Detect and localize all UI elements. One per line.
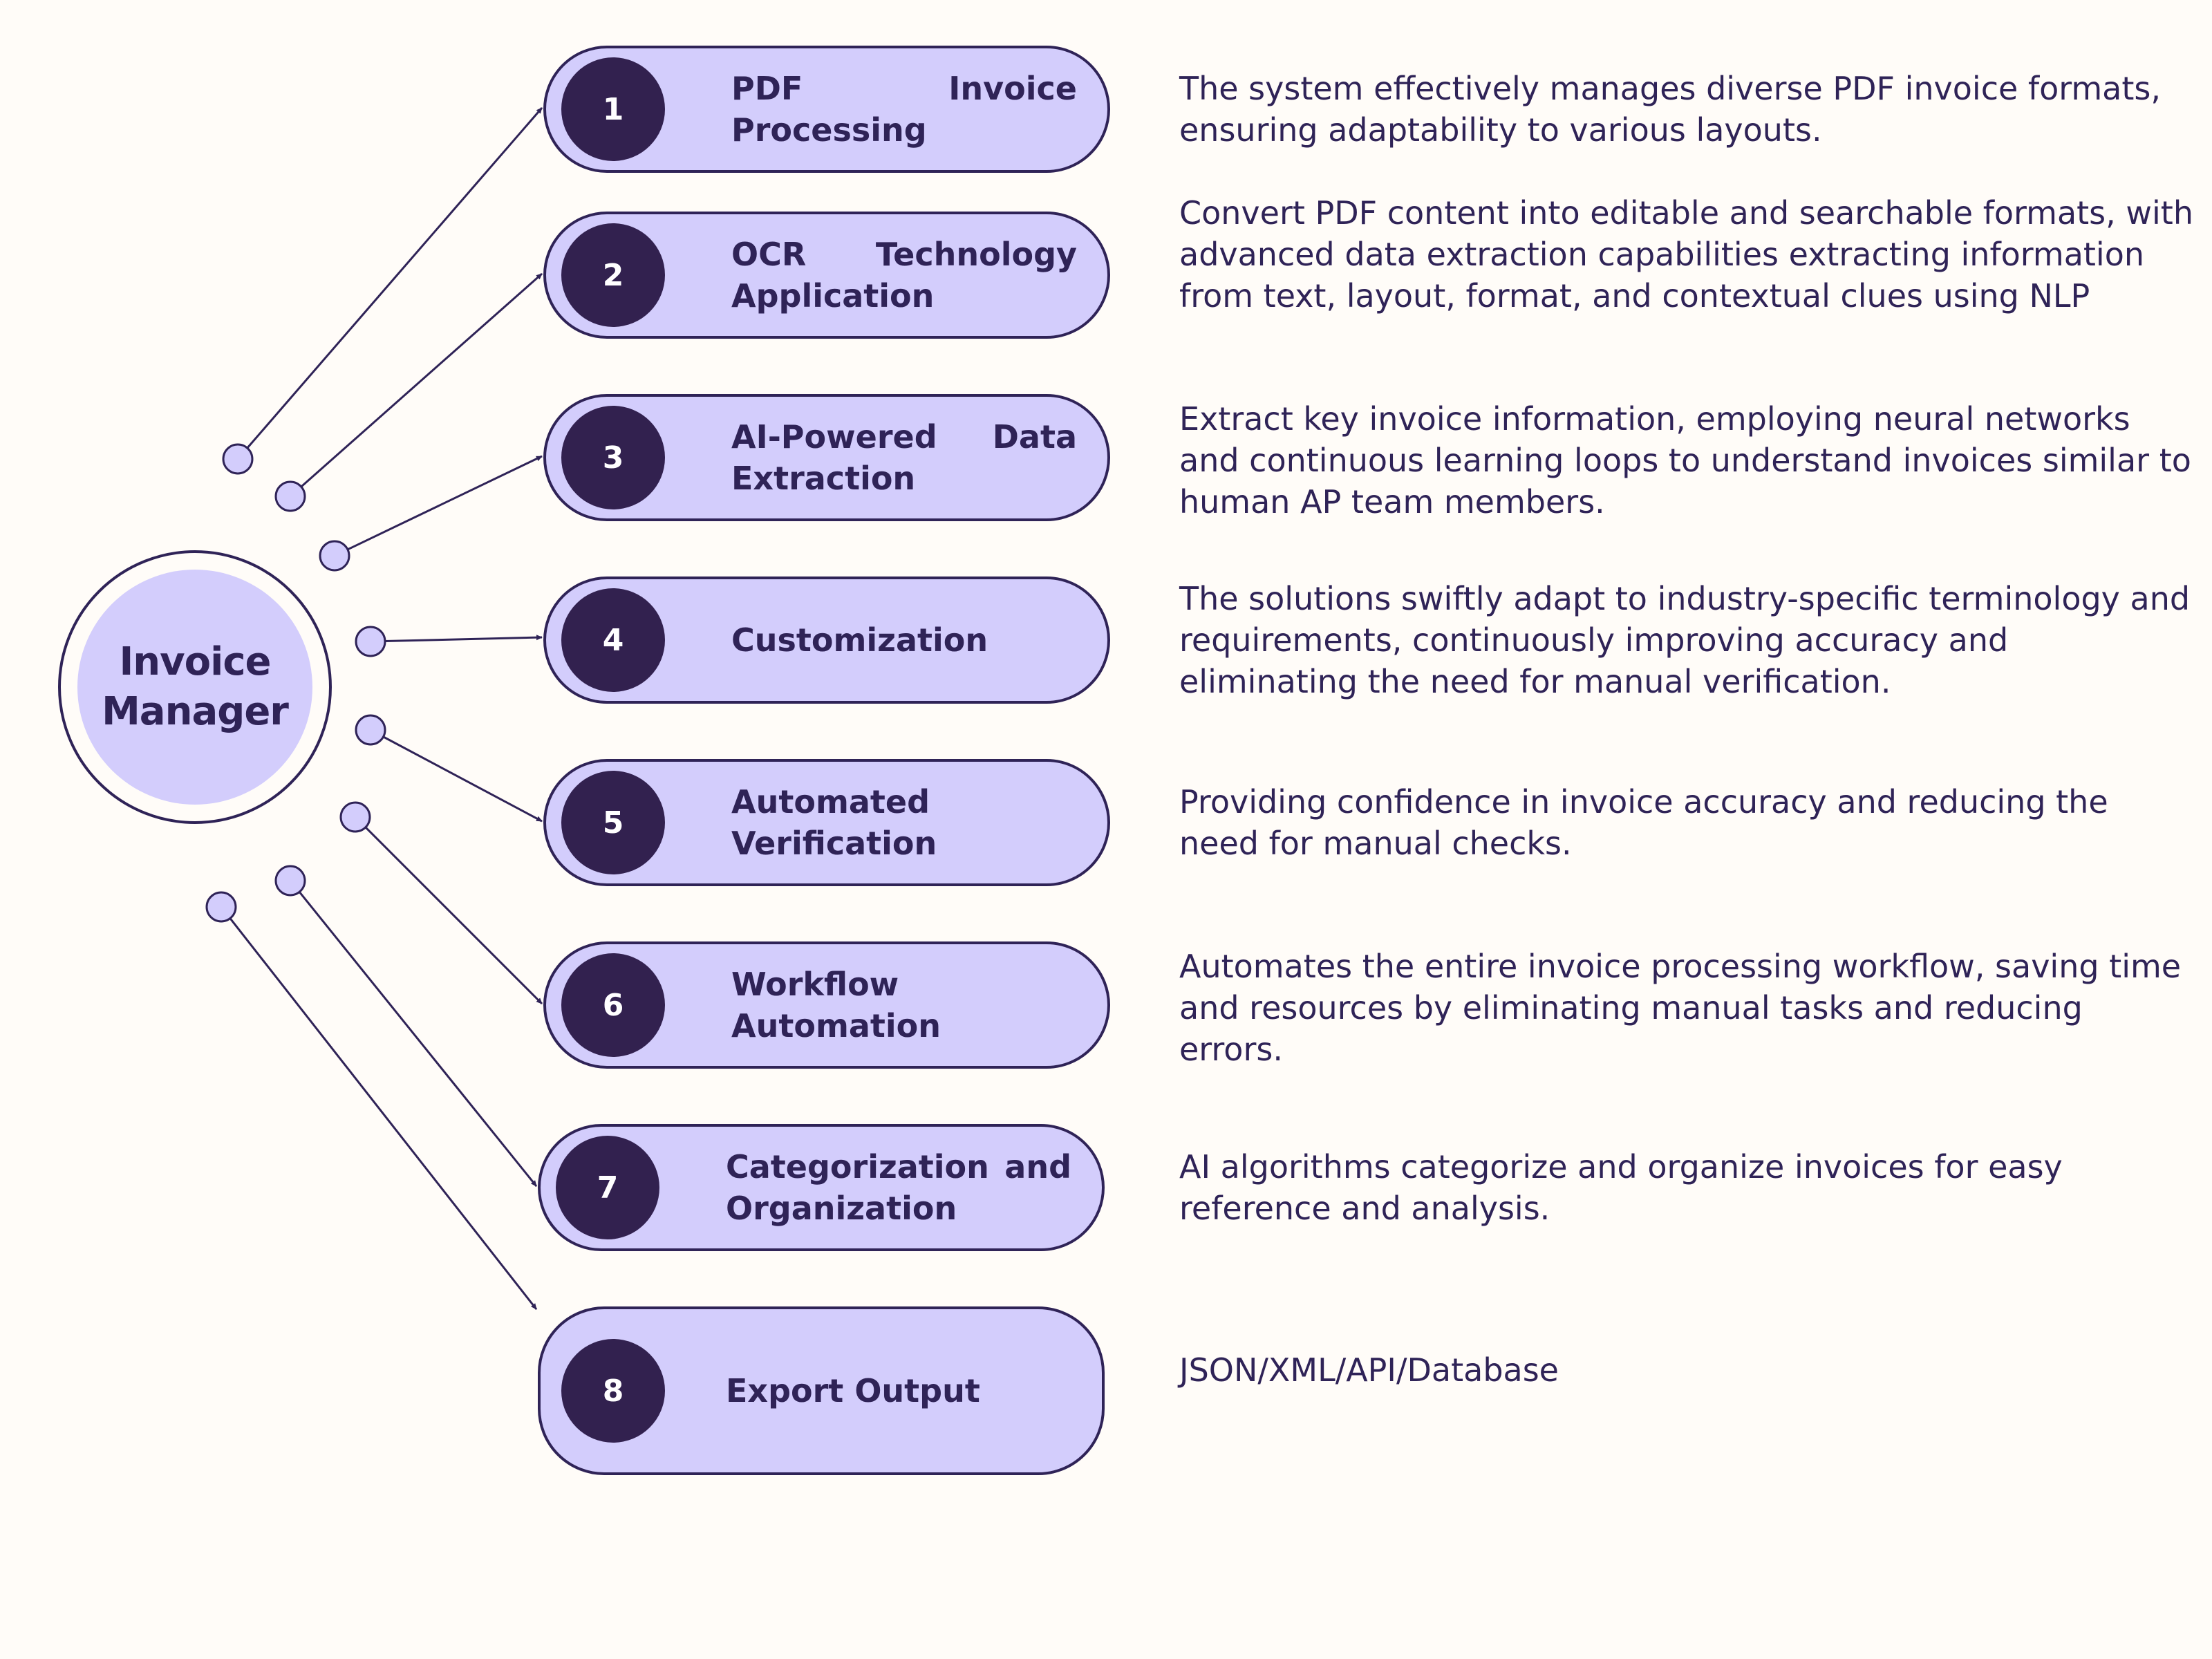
connector-dot-8 <box>205 891 237 923</box>
step-description-7: AI algorithms categorize and organize in… <box>1179 1148 2063 1227</box>
step-number-badge: 1 <box>561 57 665 161</box>
step-number-badge: 5 <box>561 771 665 874</box>
connector-dot-7 <box>274 865 306 897</box>
connector-arrow-1 <box>246 107 543 449</box>
step-description-6: Automates the entire invoice processing … <box>1179 948 2182 1068</box>
hub-label-line1: Invoice <box>119 639 271 684</box>
step-title: Export Output <box>726 1372 980 1409</box>
step-description-5: Providing confidence in invoice accuracy… <box>1179 783 2108 862</box>
step-number-badge: 6 <box>561 953 665 1057</box>
step-pill-6: 6 Workflow Automation <box>543 941 1110 1069</box>
connector-dot-3 <box>319 540 350 572</box>
step-number-badge: 7 <box>556 1136 659 1239</box>
step-number-badge: 2 <box>561 223 665 327</box>
step-title: OCR Technology Application <box>731 236 1077 315</box>
step-number-badge: 4 <box>561 588 665 692</box>
step-title: Customization <box>731 621 988 659</box>
connector-arrow-2 <box>300 272 543 488</box>
connector-arrow-8 <box>229 917 538 1310</box>
hub-circle: Invoice Manager <box>58 550 332 824</box>
connector-dot-4 <box>355 626 386 657</box>
step-title: PDF Invoice Processing <box>731 70 1077 149</box>
step-pill-7: 7 Categorization and Organization <box>538 1124 1105 1251</box>
step-number-badge: 3 <box>561 406 665 509</box>
step-description-1: The system effectively manages diverse P… <box>1179 70 2161 149</box>
step-pill-1: 1 PDF Invoice Processing <box>543 46 1110 173</box>
step-pill-4: 4 Customization <box>543 577 1110 704</box>
connector-dot-1 <box>222 443 254 475</box>
connector-arrow-6 <box>364 826 543 1005</box>
step-title: Automated Verification <box>731 783 937 862</box>
connector-arrow-5 <box>382 735 543 823</box>
step-pill-8: 8 Export Output <box>538 1306 1105 1475</box>
step-pill-3: 3 AI-Powered Data Extraction <box>543 394 1110 521</box>
step-pill-5: 5 Automated Verification <box>543 759 1110 886</box>
step-title: Categorization and Organization <box>726 1148 1071 1227</box>
step-pill-2: 2 OCR Technology Application <box>543 212 1110 339</box>
hub-label: Invoice Manager <box>102 637 289 737</box>
step-description-2: Convert PDF content into editable and se… <box>1179 194 2193 315</box>
connector-arrow-3 <box>347 455 543 551</box>
connector-dot-5 <box>355 714 386 746</box>
connector-dot-2 <box>274 480 306 512</box>
step-number-badge: 8 <box>561 1339 665 1443</box>
step-description-4: The solutions swiftly adapt to industry-… <box>1179 580 2191 700</box>
connector-arrow-4 <box>384 635 543 642</box>
connector-dot-6 <box>339 801 371 833</box>
step-description-3: Extract key invoice information, employi… <box>1179 400 2191 521</box>
hub-label-line2: Manager <box>102 689 289 734</box>
step-title: Workflow Automation <box>731 966 941 1044</box>
connector-arrow-7 <box>299 891 538 1187</box>
step-title: AI-Powered Data Extraction <box>731 418 1077 497</box>
step-description-8: JSON/XML/API/Database <box>1179 1351 1559 1389</box>
hub-inner-circle: Invoice Manager <box>77 570 312 805</box>
